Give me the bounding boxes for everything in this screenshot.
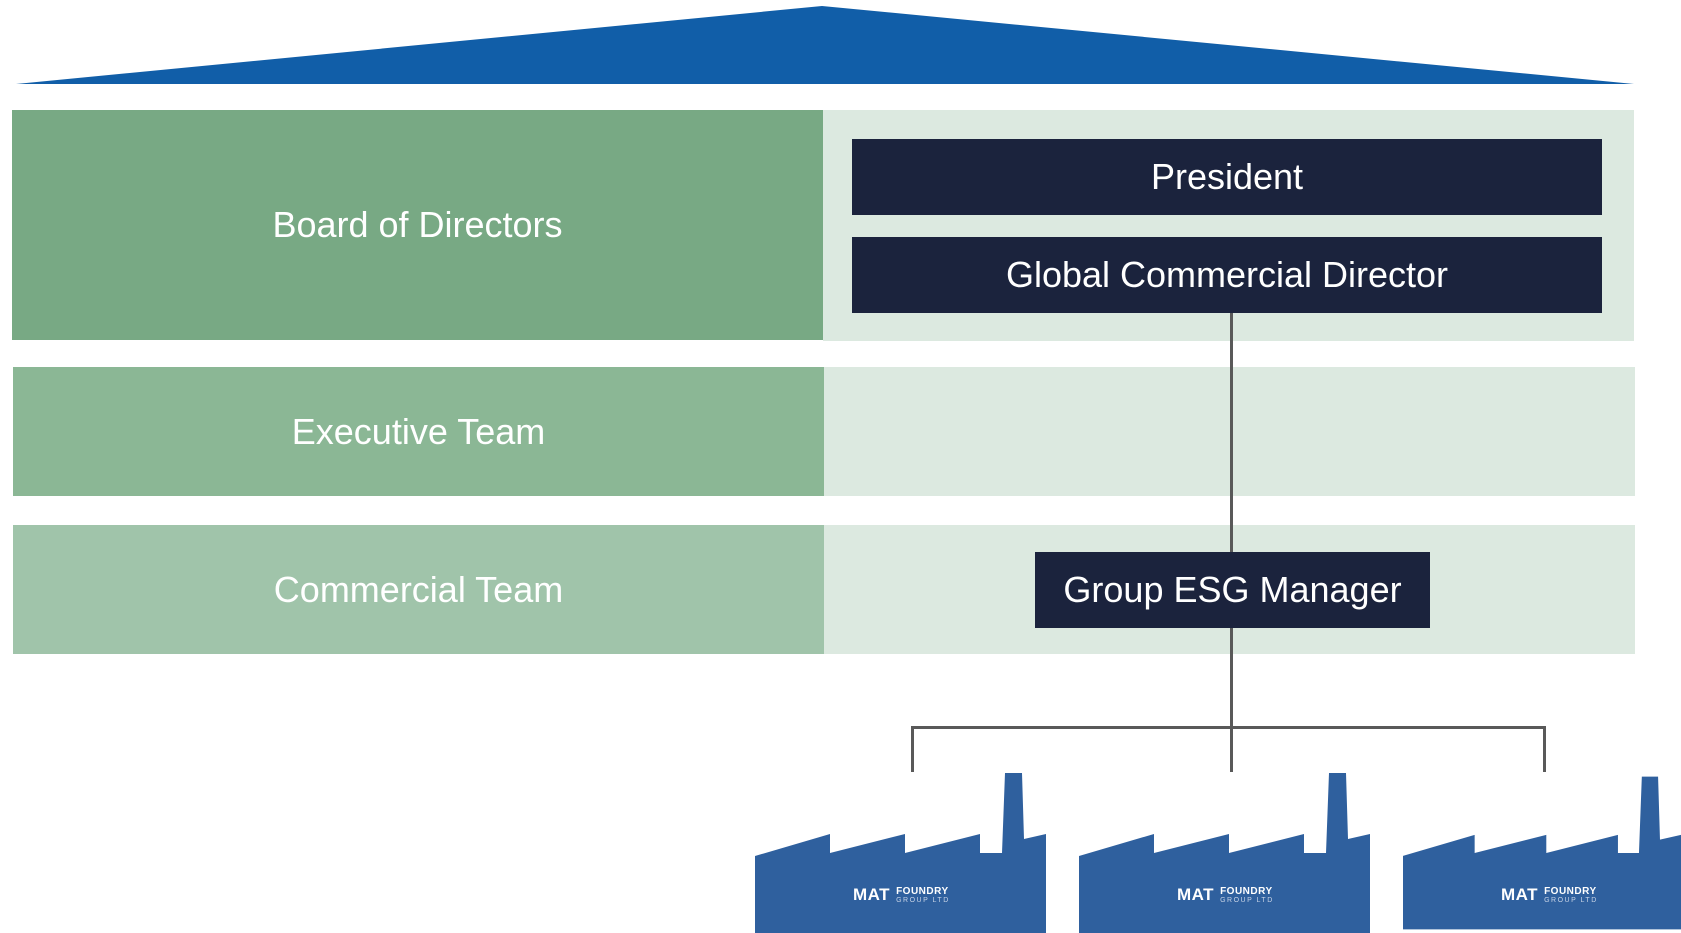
logo-mat-text: MAT: [853, 885, 891, 904]
logo-mat-text: MAT: [1177, 885, 1215, 904]
factory-1: MAT FOUNDRY GROUP LTD: [755, 773, 1046, 933]
role-label-global-commercial-director: Global Commercial Director: [1005, 254, 1449, 295]
connector-drop-middle: [1230, 726, 1233, 772]
connector-director-to-esg: [1230, 312, 1233, 554]
role-label-group-esg-manager: Group ESG Manager: [1063, 569, 1402, 610]
logo-group-text: GROUP LTD: [1220, 896, 1274, 904]
band-board-of-directors: Board of Directors: [12, 110, 823, 340]
factory-2: MAT FOUNDRY GROUP LTD: [1079, 773, 1370, 933]
band-label-board: Board of Directors: [272, 204, 563, 245]
role-box-group-esg-manager: Group ESG Manager: [1035, 552, 1430, 628]
band-label-commercial: Commercial Team: [273, 568, 564, 610]
role-label-president: President: [1150, 156, 1304, 197]
logo-foundry-text: FOUNDRY: [1544, 885, 1597, 897]
connector-horizontal: [911, 726, 1546, 729]
factory-3: MAT FOUNDRY GROUP LTD: [1403, 773, 1681, 933]
logo-foundry-text: FOUNDRY: [896, 885, 949, 897]
logo-group-text: GROUP LTD: [1544, 896, 1598, 904]
band-right-executive: [824, 367, 1635, 496]
connector-esg-down: [1230, 626, 1233, 728]
logo-group-text: GROUP LTD: [896, 896, 950, 904]
factory-icon: [1403, 776, 1681, 930]
factory-icon: [1079, 773, 1370, 933]
connector-drop-right: [1543, 726, 1546, 772]
role-box-president: President: [852, 139, 1602, 215]
factory-logo: MAT FOUNDRY GROUP LTD: [1501, 885, 1598, 905]
band-commercial-team: Commercial Team: [13, 525, 824, 654]
factory-icon: [755, 773, 1046, 933]
roof-shape: [16, 6, 1634, 84]
role-box-global-commercial-director: Global Commercial Director: [852, 237, 1602, 313]
connector-drop-left: [911, 726, 914, 772]
logo-mat-text: MAT: [1501, 885, 1539, 904]
factory-logo: MAT FOUNDRY GROUP LTD: [853, 885, 950, 905]
factory-logo: MAT FOUNDRY GROUP LTD: [1177, 885, 1274, 905]
band-executive-team: Executive Team: [13, 367, 824, 496]
logo-foundry-text: FOUNDRY: [1220, 885, 1273, 897]
band-label-executive: Executive Team: [291, 410, 546, 452]
